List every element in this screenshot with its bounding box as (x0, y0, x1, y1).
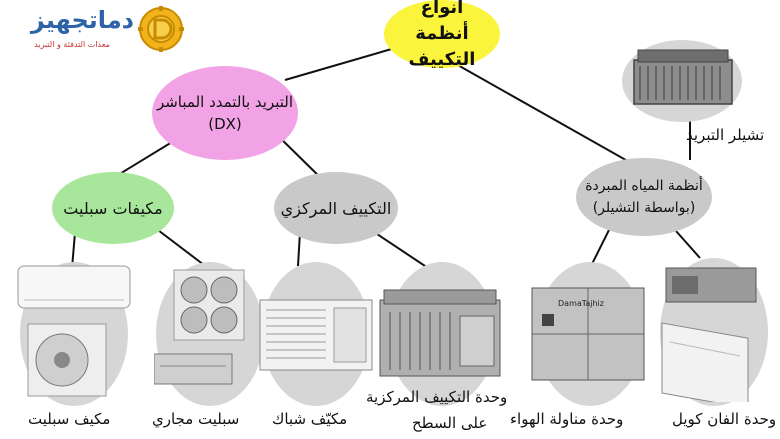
rooftop-unit-icon (379, 289, 501, 377)
ahu-brand: DamaTajhiz (558, 299, 604, 308)
line-title-to-dx (284, 47, 396, 81)
split-category-node: مكيفات سبليت (52, 172, 174, 244)
brand-name: دماتجهيز (30, 6, 134, 34)
split-category-label: مكيفات سبليت (63, 198, 163, 218)
fan-coil-label: وحدة الفان كويل (672, 410, 777, 428)
chilled-line-1: أنظمة المياه المبردة (585, 178, 703, 194)
rooftop-label-1: وحدة التكييف المركزية (366, 388, 508, 406)
line-split-to-ducted (149, 223, 209, 269)
chilled-line-2: (بواسطة التشيلر) (592, 200, 696, 216)
line-central-to-window (297, 231, 301, 267)
brand-tagline: معدات التدفئة و التبريد (34, 40, 110, 49)
company-logo: دماتجهيز معدات التدفئة و التبريد (6, 4, 184, 58)
central-category-node: التكييف المركزي (274, 172, 398, 244)
line-title-to-chilled (439, 54, 641, 169)
title-node: أنواع أنظمة التكييف (384, 0, 500, 70)
chiller-icon (633, 49, 733, 105)
dx-line-1: التبريد بالتمدد المباشر (156, 93, 294, 111)
line-central-to-rooftop (367, 227, 429, 269)
gear-logo-icon (138, 6, 184, 52)
ducted-split-icon (154, 269, 245, 385)
dx-line-2: (DX) (208, 115, 242, 133)
central-category-label: التكييف المركزي (280, 198, 392, 218)
window-ac-label: مكيّف شباك (272, 410, 348, 428)
window-ac-icon (259, 299, 373, 371)
split-ac-icon (17, 265, 131, 397)
rooftop-label-2: على السطح (412, 414, 488, 432)
title-line-2: أنظمة التكييف (408, 23, 476, 70)
fan-coil-icon (661, 267, 757, 402)
split-ac-label: مكيف سبليت (28, 410, 111, 428)
chiller-label: تشيلر التبريد (686, 126, 765, 144)
dx-node: التبريد بالتمدد المباشر (DX) (152, 66, 298, 160)
ahu-icon: DamaTajhiz (531, 287, 645, 381)
ducted-split-label: سبليت مجاري (152, 410, 240, 428)
chilled-water-node: أنظمة المياه المبردة (بواسطة التشيلر) (576, 158, 712, 236)
title-line-1: أنواع (420, 0, 464, 18)
line-chilled-to-ahu (589, 227, 611, 269)
ahu-label: وحدة مناولة الهواء (510, 410, 624, 428)
